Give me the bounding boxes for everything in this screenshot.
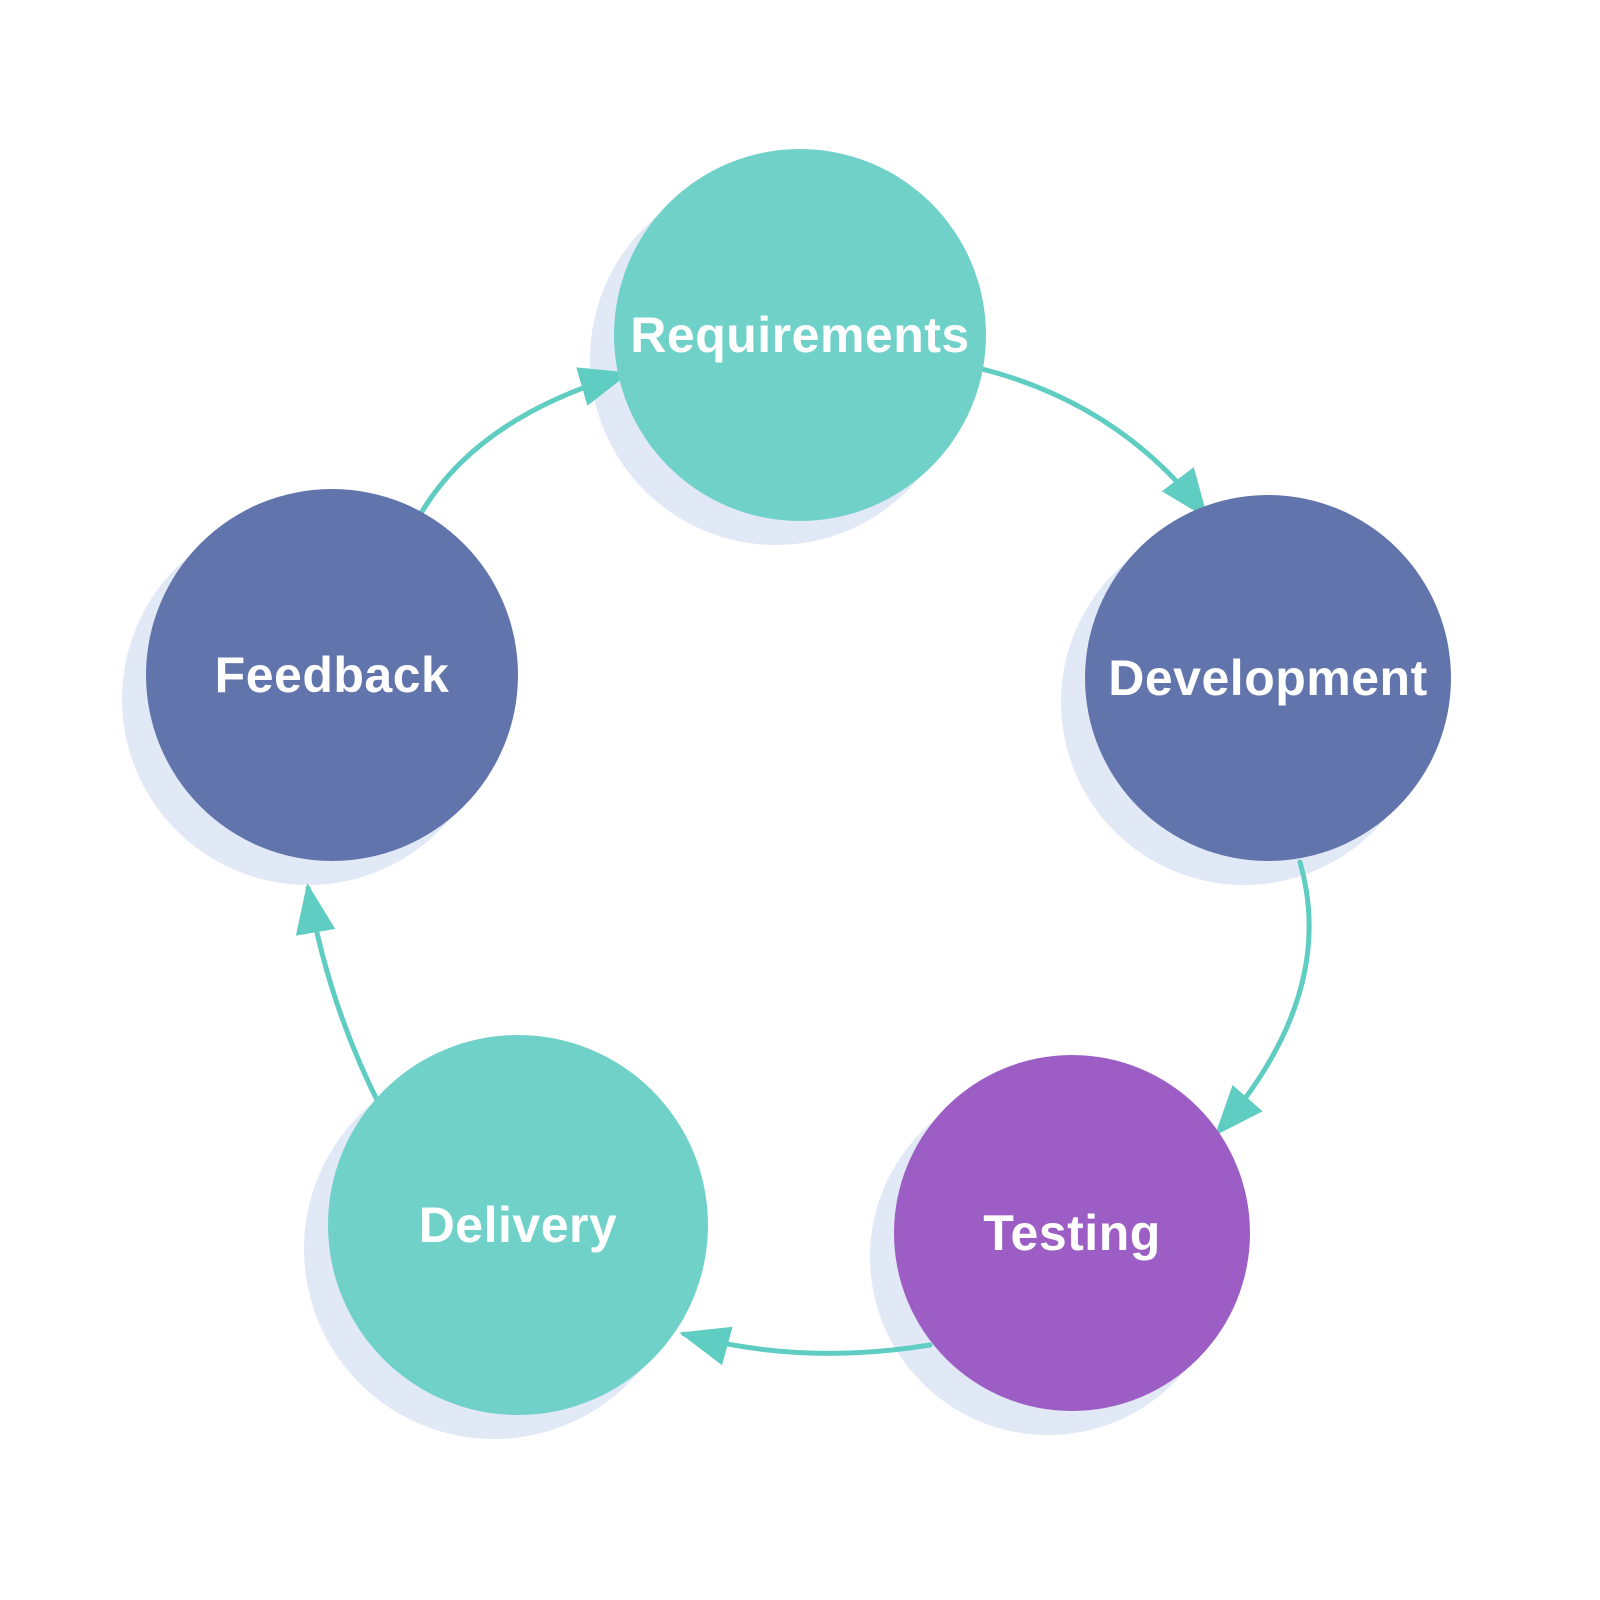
arrow-feedback-to-requirements [417,367,630,518]
node-label: Feedback [214,647,450,703]
node-feedback: Feedback [146,489,518,861]
node-label: Testing [983,1205,1161,1261]
node-delivery: Delivery [328,1035,708,1415]
node-label: Development [1108,650,1428,706]
arrow-development-to-testing [1214,859,1312,1136]
node-development: Development [1085,495,1451,861]
arrow-testing-to-delivery [679,1326,933,1366]
node-label: Delivery [418,1197,618,1253]
arrow-delivery-to-feedback [295,883,385,1113]
arrow-requirements-to-development [975,365,1209,519]
node-requirements: Requirements [614,149,986,521]
node-label: Requirements [630,307,970,363]
node-testing: Testing [894,1055,1250,1411]
